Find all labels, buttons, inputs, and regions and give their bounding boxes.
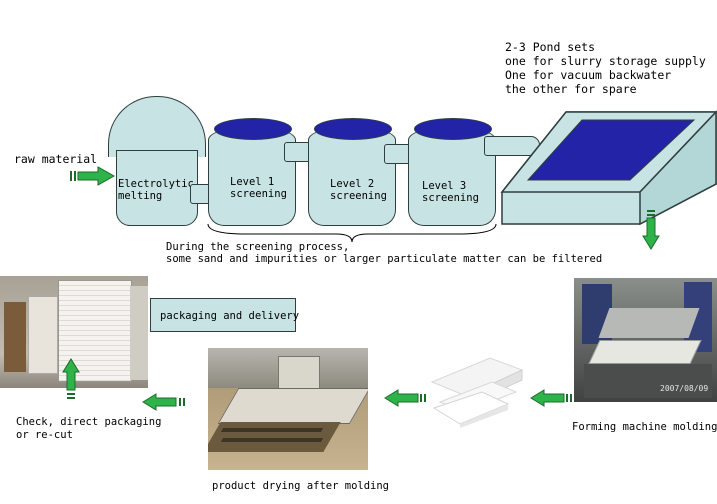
melting-tank-body (116, 150, 198, 226)
check-label-1: Check, direct packaging (16, 416, 162, 428)
packaging-box (150, 298, 296, 332)
pond-down-arrow (642, 210, 660, 250)
pond-note-line-1: 2-3 Pond sets (505, 40, 596, 54)
level2-label-1: Level 2 (330, 178, 375, 190)
level3-label-2: screening (422, 192, 479, 204)
level2-liquid (314, 118, 392, 140)
melting-label-1: Electrolytic (118, 178, 194, 190)
arrow-forming-boards (530, 389, 572, 407)
level3-label-1: Level 3 (422, 180, 467, 192)
melting-label-2: melting (118, 190, 163, 202)
arrow-drying-check (142, 393, 185, 411)
arrow-boards-drying (384, 389, 426, 407)
level1-liquid (214, 118, 292, 140)
forming-machine-photo: 2007/08/09 (574, 278, 717, 402)
drying-photo (208, 348, 368, 470)
pond-note-line-3: One for vacuum backwater (505, 68, 672, 82)
forming-label: Forming machine molding (572, 421, 717, 433)
raw-material-label: raw material (14, 152, 98, 166)
level2-tank (308, 126, 396, 226)
level3-tank (408, 126, 496, 226)
level1-label-2: screening (230, 188, 287, 200)
drying-label: product drying after molding (212, 480, 390, 492)
photo-timestamp: 2007/08/09 (660, 384, 709, 393)
pond-note-line-2: one for slurry storage supply (505, 54, 706, 68)
screening-note-1: During the screening process, (166, 241, 350, 253)
pond-note-line-4: the other for spare (505, 82, 637, 96)
screening-note-2: some sand and impurities or larger parti… (166, 253, 603, 265)
raw-material-arrow (70, 166, 116, 186)
level1-tank (208, 126, 296, 226)
melting-tank-dome (108, 96, 206, 157)
packaging-label: packaging and delivery (160, 310, 300, 322)
arrow-up-packaging (62, 358, 80, 399)
pond-box (500, 110, 717, 226)
level2-label-2: screening (330, 190, 387, 202)
check-label-2: or re-cut (16, 429, 73, 441)
level3-liquid (414, 118, 492, 140)
screening-brace (207, 223, 497, 243)
level1-label-1: Level 1 (230, 176, 275, 188)
boards-photo (430, 352, 526, 428)
